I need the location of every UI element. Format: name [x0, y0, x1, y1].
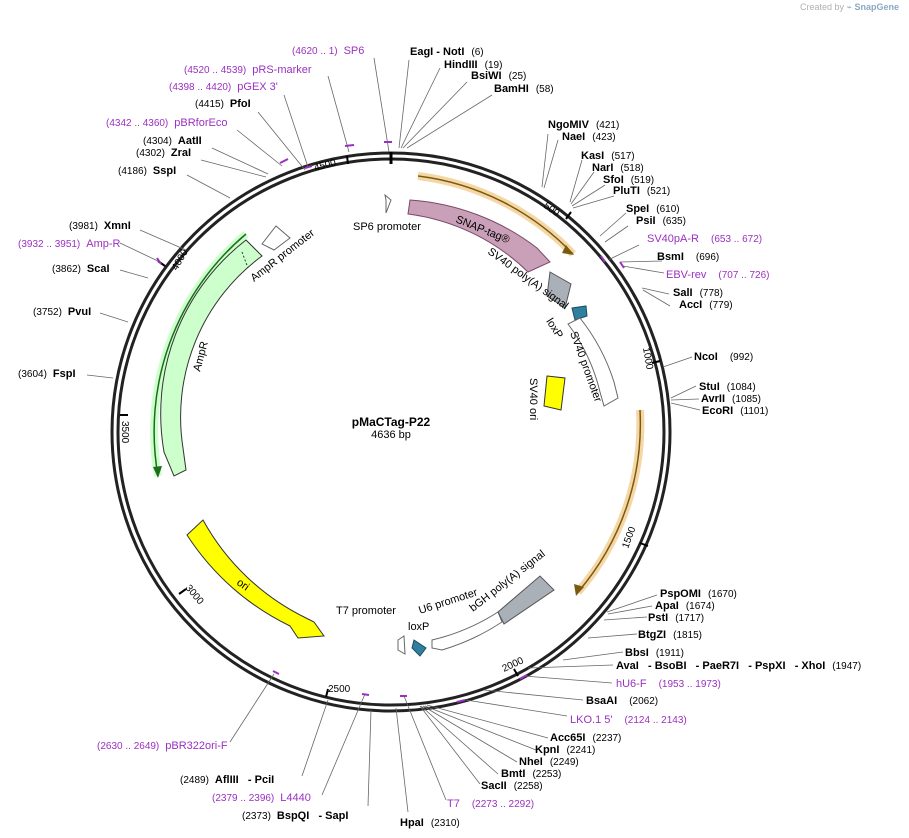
- site-hpai: HpaI(2310): [400, 817, 460, 829]
- tick-marks: [120, 155, 661, 698]
- label-sp6-promoter: SP6 promoter: [353, 221, 421, 233]
- tick-1500: 1500: [620, 525, 638, 550]
- site-fspi: (3604)FspI: [18, 368, 76, 380]
- orf-arrow-2-icon: [574, 584, 584, 596]
- site-lko: LKO.1 5'(2124 .. 2143): [570, 714, 687, 726]
- site-pbr322ori: (2630 .. 2649)pBR322ori-F: [97, 740, 228, 752]
- tick-4500: 4500: [313, 157, 338, 173]
- site-bsaai: BsaAI(2062): [586, 695, 658, 707]
- site-avai: AvaI - BsoBI - PaeR7I - PspXI - XhoI(194…: [616, 660, 861, 672]
- site-sfoi: SfoI(519): [603, 174, 654, 186]
- site-bsiwi: BsiWI(25): [471, 70, 526, 82]
- site-pbr: (4342 .. 4360)pBRforEco: [106, 117, 227, 129]
- plasmid-name: pMaCTag-P22: [352, 415, 431, 429]
- site-bsmi: BsmI(696): [657, 251, 719, 263]
- orf-arc-2-line: [577, 409, 642, 593]
- site-bmti: BmtI(2253): [501, 768, 561, 780]
- site-nhei: NheI(2249): [519, 756, 579, 768]
- orf-arrow-3-icon: [153, 466, 162, 478]
- site-amp-r: (3932 .. 3951)Amp-R: [18, 238, 121, 250]
- site-zrai: (4302)ZraI: [136, 147, 191, 159]
- site-psii: PsiI(635): [636, 215, 686, 227]
- site-apai: ApaI(1674): [655, 600, 715, 612]
- site-scai: (3862)ScaI: [52, 263, 110, 275]
- site-pfoi: (4415)PfoI: [195, 98, 251, 110]
- feature-sv40-ori: [543, 375, 566, 411]
- site-labels: (4620 .. 1)SP6 EagI - NotI(6) HindIII(19…: [18, 45, 861, 829]
- site-hu6-f: hU6-F(1953 .. 1973): [616, 678, 721, 690]
- site-bspqi: (2373)BspQI - SapI: [242, 810, 348, 822]
- label-sv40-ori: SV40 ori: [527, 378, 539, 420]
- feature-loxp-1: [571, 305, 588, 321]
- feature-u6-promoter: [431, 611, 503, 651]
- site-avrii: AvrII(1085): [701, 393, 761, 405]
- orf-arrow-1-icon: [562, 245, 574, 255]
- site-sacii: SacII(2258): [481, 780, 543, 792]
- leader-lines: [86, 57, 701, 813]
- site-l4440: (2379 .. 2396)L4440: [212, 792, 311, 804]
- site-afliii: (2489)AflIII - PciI: [180, 774, 274, 786]
- label-t7-promoter: T7 promoter: [336, 605, 396, 617]
- tick-2500: 2500: [328, 684, 351, 695]
- site-bbsi: BbsI(1911): [625, 647, 684, 659]
- site-sali: SalI(778): [673, 287, 723, 299]
- label-ori: ori: [234, 577, 251, 594]
- site-ebv-rev: EBV-rev(707 .. 726): [666, 269, 770, 281]
- credit-brand: SnapGene: [854, 2, 899, 12]
- tick-3000: 3000: [183, 583, 206, 607]
- ampr-divider: [241, 251, 249, 269]
- site-aatii: (4304)AatII: [143, 135, 202, 147]
- site-xmni: (3981)XmnI: [69, 220, 131, 232]
- primer-marks: [156, 141, 625, 703]
- site-pspomi: PspOMI(1670): [660, 588, 737, 600]
- site-naei: NaeI(423): [562, 131, 616, 143]
- site-kpni: KpnI(2241): [535, 744, 595, 756]
- site-nari: NarI(518): [592, 162, 644, 174]
- site-sp6: (4620 .. 1)SP6: [292, 45, 364, 57]
- feature-sv40-promoter: [567, 317, 619, 407]
- feature-sv40-polya: [546, 271, 572, 309]
- site-hindiii: HindIII(19): [444, 59, 502, 71]
- site-bamhi: BamHI(58): [494, 83, 554, 95]
- tick-3500: 3500: [119, 421, 130, 444]
- feature-ampr-promoter: [261, 225, 291, 251]
- site-ngomiv: NgoMIV(421): [548, 119, 619, 131]
- site-sv40pa-r: SV40pA-R(653 .. 672): [647, 233, 762, 245]
- site-ncoi: NcoI(992): [694, 351, 753, 363]
- site-acci: AccI(779): [679, 299, 733, 311]
- label-loxp-2: loxP: [408, 621, 429, 633]
- site-pluti: PluTI(521): [613, 185, 670, 197]
- credit-text: Created by: [800, 2, 845, 12]
- feature-loxp-2: [411, 639, 427, 657]
- snapgene-logo-icon: ⌁: [846, 2, 852, 12]
- plasmid-size: 4636 bp: [371, 429, 411, 441]
- site-ecori: EcoRI(1101): [702, 405, 768, 417]
- snapgene-credit: Created by ⌁ SnapGene: [800, 2, 899, 13]
- site-psti: PstI(1717): [648, 612, 704, 624]
- features: [160, 193, 619, 657]
- site-prs: (4520 .. 4539)pRS-marker: [184, 64, 312, 76]
- site-acc65i: Acc65I(2237): [550, 732, 621, 744]
- site-sspi: (4186)SspI: [118, 165, 176, 177]
- site-pgex: (4398 .. 4420)pGEX 3': [169, 81, 278, 93]
- site-btgzi: BtgZI(1815): [638, 629, 702, 641]
- label-loxp-1: loxP: [543, 316, 565, 341]
- orf-arc-3-line: [153, 233, 247, 477]
- tick-1000: 1000: [640, 347, 655, 371]
- site-spei: SpeI(610): [626, 203, 680, 215]
- feature-ampr: [160, 239, 263, 477]
- orf-arc-1-line: [417, 175, 574, 255]
- feature-t7-promoter: [397, 635, 406, 655]
- site-eagi-noti: EagI - NotI(6): [410, 46, 484, 58]
- site-kasi: KasI(517): [581, 150, 635, 162]
- orf-arcs: [150, 172, 645, 596]
- feature-sp6-promoter: [384, 193, 392, 214]
- feature-bgh-polya: [497, 575, 555, 625]
- site-stui: StuI(1084): [699, 381, 756, 393]
- site-t7: T7(2273 .. 2292): [447, 798, 534, 810]
- site-pvui: (3752)PvuI: [33, 306, 91, 318]
- feature-ori: [186, 519, 325, 639]
- feature-snap-tag: [407, 199, 551, 273]
